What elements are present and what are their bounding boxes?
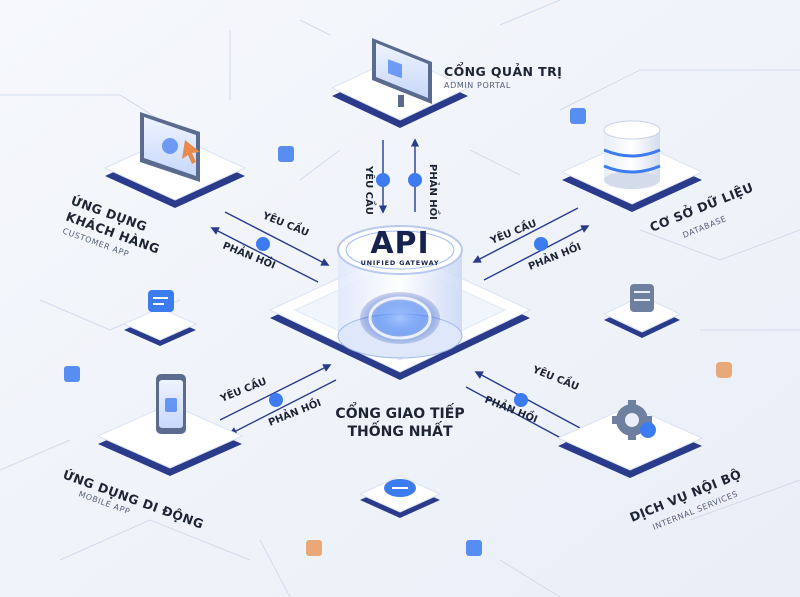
arrow-customer-request bbox=[224, 211, 330, 266]
server-icon bbox=[630, 284, 654, 312]
api-subtitle: UNIFIED GATEWAY bbox=[361, 259, 440, 267]
arrow-mobile-response bbox=[228, 379, 337, 435]
api-title: API bbox=[370, 226, 429, 261]
document-icon bbox=[278, 146, 294, 162]
smartphone-icon bbox=[156, 374, 186, 434]
gateway-label-line1: CỔNG GIAO TIẾP bbox=[335, 402, 464, 422]
stack-icon bbox=[570, 108, 586, 124]
gateway-label-line2: THỐNG NHẤT bbox=[347, 420, 453, 440]
swap-icon bbox=[269, 393, 283, 407]
flow-chips bbox=[256, 173, 548, 407]
swap-icon bbox=[514, 393, 528, 407]
document-icon bbox=[408, 173, 422, 187]
node-customer-app: ỨNG DỤNG KHÁCH HÀNG CUSTOMER APP bbox=[61, 112, 247, 259]
gateway-core-glow bbox=[360, 292, 440, 344]
arrow-customer-response bbox=[210, 227, 319, 283]
arrow-internal-response bbox=[465, 386, 574, 445]
lock-icon bbox=[466, 540, 482, 556]
cursor-icon bbox=[182, 140, 200, 164]
arrow-database-response bbox=[483, 225, 590, 281]
chat-platform bbox=[122, 290, 198, 346]
node-admin-portal: CỔNG QUẢN TRỊ ADMIN PORTAL bbox=[330, 38, 562, 128]
chat-icon bbox=[148, 290, 174, 312]
document-icon bbox=[376, 173, 390, 187]
admin-subtitle: ADMIN PORTAL bbox=[444, 81, 511, 90]
arrow-database-request bbox=[472, 207, 579, 263]
gear-icon bbox=[612, 400, 656, 440]
key-icon bbox=[716, 362, 732, 378]
bottom-platform bbox=[358, 475, 442, 518]
admin-response-label: PHẢN HỒI bbox=[427, 164, 442, 220]
database-icon bbox=[603, 120, 661, 189]
link-icon bbox=[306, 540, 322, 556]
monitor-icon bbox=[372, 38, 432, 107]
arrow-mobile-request bbox=[219, 364, 332, 421]
floating-icons bbox=[64, 108, 732, 556]
storage-platform bbox=[602, 284, 682, 338]
gateway-platform: API UNIFIED GATEWAY bbox=[268, 225, 532, 380]
chip-icon bbox=[64, 366, 80, 382]
admin-request-label: YÊU CẦU bbox=[363, 165, 377, 215]
admin-title: CỔNG QUẢN TRỊ bbox=[444, 62, 562, 79]
swap-icon bbox=[534, 237, 548, 251]
monitor-icon bbox=[140, 112, 200, 182]
swap-icon bbox=[256, 237, 270, 251]
